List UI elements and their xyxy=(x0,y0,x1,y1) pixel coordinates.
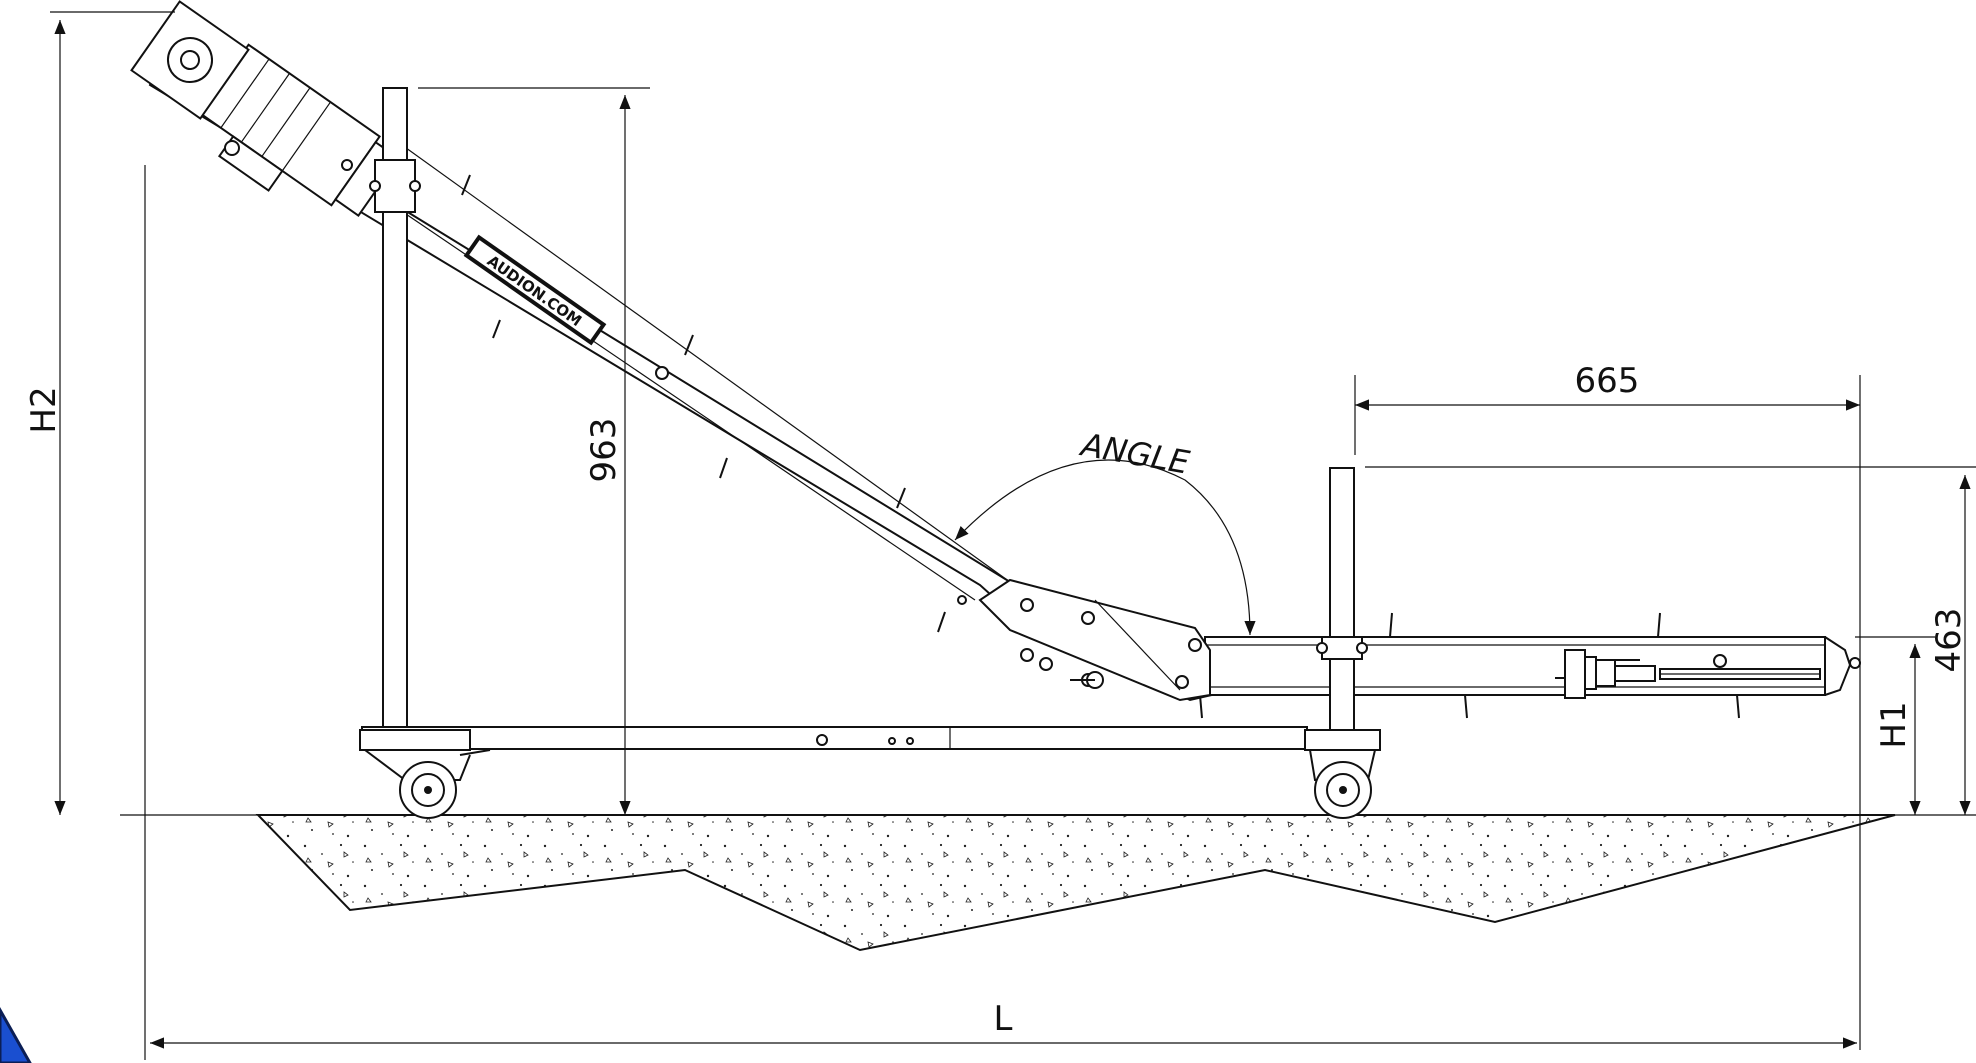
brand-label: AUDION.COM xyxy=(484,252,585,330)
corner-accent-icon xyxy=(0,1006,32,1063)
horizontal-conveyor xyxy=(1199,612,1861,719)
dimension-h1: H1 xyxy=(1855,636,1935,815)
dimension-463: 463 xyxy=(1365,466,1976,815)
dimension-665-label: 665 xyxy=(1575,361,1640,401)
drive-motor xyxy=(130,0,400,218)
front-support-leg xyxy=(1316,467,1368,731)
dimension-l: L xyxy=(144,165,1857,1060)
rear-caster-wheel xyxy=(359,729,491,819)
base-frame xyxy=(361,726,1308,750)
dimension-l-label: L xyxy=(994,999,1013,1039)
dimension-463-label: 463 xyxy=(1929,608,1969,673)
dimension-h2: H2 xyxy=(24,11,175,815)
dimension-963-label: 963 xyxy=(584,418,624,483)
tensioning-unit xyxy=(1555,649,1821,699)
dimension-h1-label: H1 xyxy=(1874,701,1914,748)
dimension-665: 665 xyxy=(1354,361,1861,1050)
dimension-h2-label: H2 xyxy=(24,386,64,433)
rear-support-leg xyxy=(369,87,421,737)
bend-plate xyxy=(978,578,1211,702)
gearbox-icon xyxy=(130,0,250,120)
front-caster-wheel xyxy=(1304,729,1381,819)
brand-plate: AUDION.COM xyxy=(463,234,607,346)
floor-ground xyxy=(120,814,1976,952)
dimension-963: 963 xyxy=(418,87,650,815)
dimension-angle-label: ANGLE xyxy=(1077,425,1193,482)
